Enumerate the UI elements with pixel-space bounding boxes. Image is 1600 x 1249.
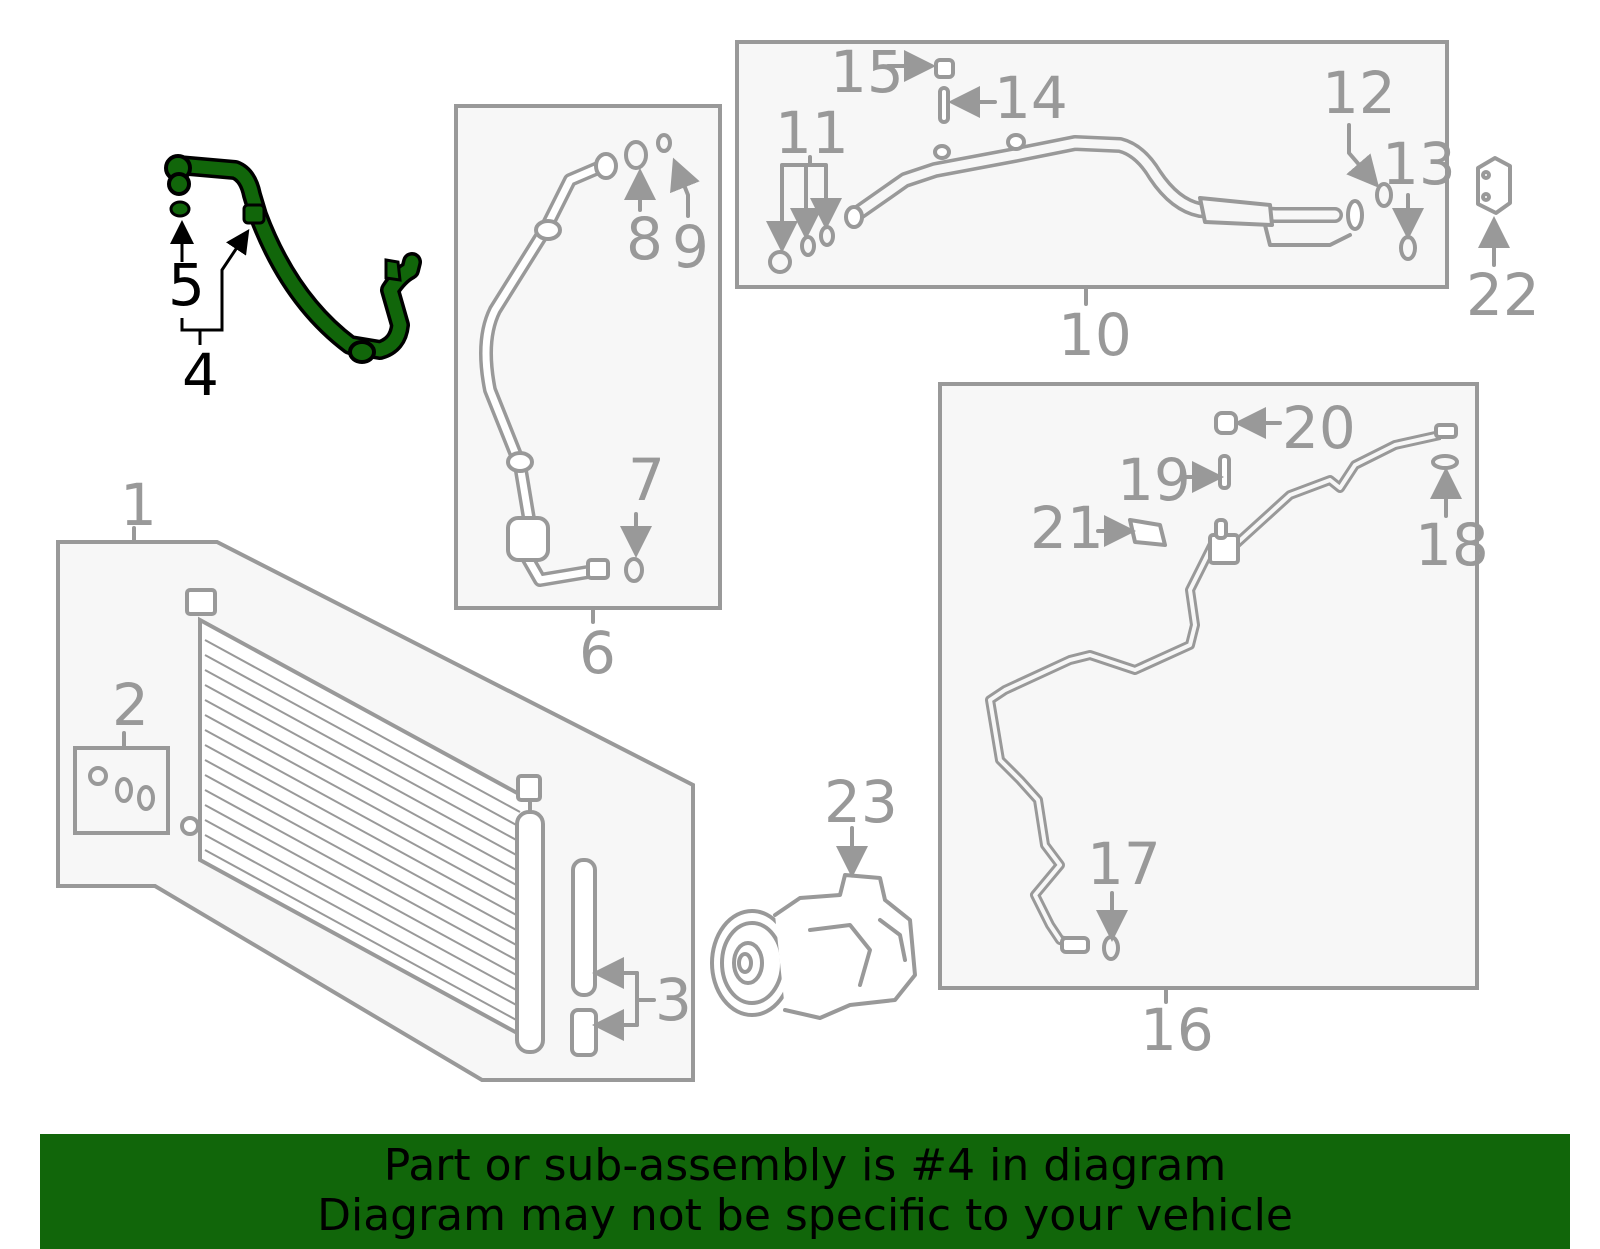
banner-line-2: Diagram may not be specific to your vehi…: [317, 1190, 1293, 1241]
callout-16: 16: [1140, 996, 1214, 1064]
callout-4: 4: [180, 229, 250, 409]
callout-22: 22: [1466, 261, 1540, 329]
callout-9: 9: [672, 213, 709, 281]
callout-1: 1: [120, 471, 157, 539]
svg-text:5: 5: [168, 251, 205, 319]
banner-line-1: Part or sub-assembly is #4 in diagram: [383, 1140, 1227, 1191]
part-5-o-ring[interactable]: [169, 200, 191, 218]
callout-12: 12: [1322, 59, 1396, 127]
callout-2: 2: [112, 671, 149, 739]
callout-18: 18: [1415, 511, 1489, 579]
callout-20: 20: [1282, 394, 1356, 462]
callout-5: 5: [168, 220, 205, 319]
part-4-suction-hose[interactable]: [164, 154, 422, 364]
callout-13: 13: [1382, 130, 1456, 198]
callout-3: 3: [655, 966, 692, 1034]
part-22-expansion-valve[interactable]: [1476, 156, 1512, 267]
notice-banner: Part or sub-assembly is #4 in diagram Di…: [40, 1134, 1570, 1249]
callout-7: 7: [628, 446, 665, 514]
part-10-group[interactable]: [735, 40, 1449, 306]
callout-19: 19: [1117, 446, 1191, 514]
svg-text:4: 4: [182, 341, 219, 409]
callout-11: 11: [775, 99, 849, 167]
callout-6: 6: [579, 619, 616, 687]
part-23-compressor[interactable]: [710, 826, 917, 1020]
callout-17: 17: [1087, 830, 1161, 898]
part-1-condenser-group[interactable]: [56, 526, 695, 1082]
callout-23: 23: [824, 768, 898, 836]
part-16-group[interactable]: [938, 382, 1479, 1004]
callout-15: 15: [830, 38, 904, 106]
callout-14: 14: [994, 64, 1068, 132]
part-6-group[interactable]: [454, 104, 722, 624]
callout-8: 8: [626, 205, 663, 273]
callout-10: 10: [1058, 301, 1132, 369]
callout-21: 21: [1030, 494, 1104, 562]
